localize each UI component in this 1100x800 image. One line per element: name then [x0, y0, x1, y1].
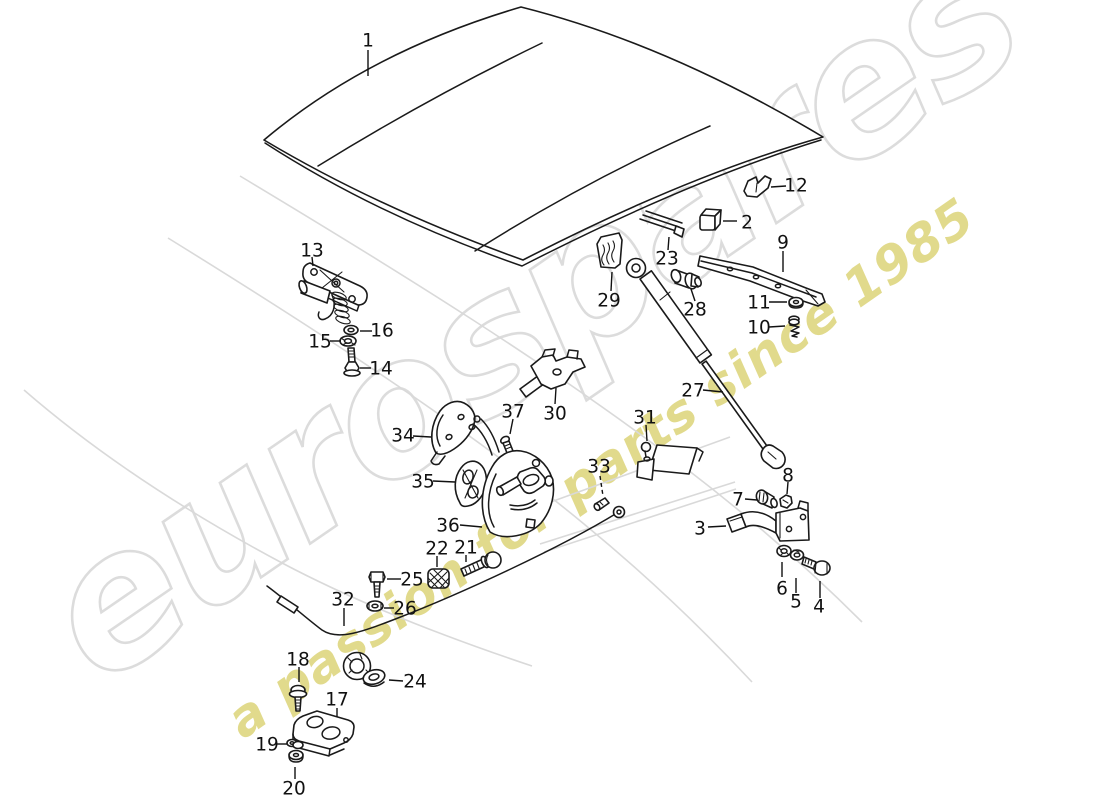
leader-line-31 [645, 424, 648, 442]
part-1-hood [263, 6, 824, 267]
part-31-ball-pin [636, 441, 704, 481]
part-label-12: 12 [784, 176, 808, 197]
part-label-4: 4 [813, 597, 825, 618]
part-label-16: 16 [370, 321, 394, 342]
leader-line-23 [667, 236, 670, 251]
part-label-23: 23 [655, 249, 679, 270]
part-13-hood-hinge [298, 262, 368, 325]
part-label-33: 33 [587, 457, 611, 478]
part-label-11: 11 [747, 293, 771, 314]
leader-line-10 [768, 325, 786, 328]
part-label-18: 18 [286, 650, 310, 671]
part-5-lock-washer [789, 549, 805, 561]
leader-line-3 [707, 525, 727, 528]
part-23-seal-strip [639, 210, 685, 238]
part-label-7: 7 [732, 490, 744, 511]
part-6-washer [776, 544, 792, 558]
part-3-hinge-bracket [726, 500, 810, 542]
part-label-32: 32 [331, 590, 355, 611]
part-label-6: 6 [776, 579, 788, 600]
part-label-17: 17 [325, 690, 349, 711]
part-label-13: 13 [300, 241, 324, 262]
part-15-washer [339, 335, 357, 347]
part-20-nut [288, 749, 304, 763]
leader-line-37 [509, 418, 514, 435]
part-35-hinge-plate [454, 415, 500, 508]
leader-line-28 [690, 288, 696, 302]
leader-line-27 [702, 389, 724, 393]
part-17-latch-plate [292, 710, 355, 757]
part-label-37: 37 [501, 402, 525, 423]
part-label-1: 1 [362, 31, 374, 52]
leader-line-24 [388, 679, 404, 682]
part-19-clip-nut [286, 738, 304, 750]
part-label-3: 3 [694, 519, 706, 540]
part-label-5: 5 [790, 592, 802, 613]
part-label-22: 22 [425, 539, 449, 560]
leader-line-29 [610, 271, 613, 292]
part-26-nut [366, 600, 384, 612]
part-33-pin [593, 497, 610, 512]
part-28-pivot-pin [670, 268, 702, 290]
leader-line-35 [432, 480, 456, 483]
part-25-bolt [368, 571, 386, 598]
part-12-clip [743, 175, 772, 198]
part-27-gas-strut [625, 257, 786, 470]
leader-line-7 [744, 498, 758, 501]
leader-line-13 [311, 256, 314, 267]
leader-line-8 [786, 481, 789, 495]
leader-line-30 [554, 387, 557, 405]
leader-line-34 [412, 435, 432, 438]
part-8-clip-nut [779, 494, 793, 509]
part-label-19: 19 [255, 735, 279, 756]
part-labels: 1234567891011121314151617181920212223242… [255, 31, 825, 800]
part-label-14: 14 [369, 359, 393, 380]
part-label-26: 26 [393, 599, 417, 620]
part-label-10: 10 [747, 318, 771, 339]
leader-line-36 [459, 524, 483, 528]
part-label-21: 21 [454, 538, 478, 559]
part-2-rubber-buffer [699, 208, 722, 231]
part-9-support-rail [697, 255, 826, 307]
part-14-screw [343, 347, 361, 377]
part-11-nut [788, 296, 804, 309]
part-label-25: 25 [400, 570, 424, 591]
leader-line-12 [770, 185, 787, 188]
part-label-28: 28 [683, 300, 707, 321]
part-label-9: 9 [777, 233, 789, 254]
leader-line-33 [599, 475, 604, 497]
part-label-15: 15 [308, 332, 332, 353]
part-36-lock-panel [481, 449, 555, 538]
part-label-24: 24 [403, 672, 427, 693]
part-label-34: 34 [391, 426, 415, 447]
part-22-knurled-nut [427, 568, 450, 589]
part-16-lock-washer [343, 324, 359, 336]
part-label-36: 36 [436, 516, 460, 537]
part-4-bolt [801, 556, 831, 576]
part-7-ball-pin [755, 489, 778, 509]
part-18-screw [288, 684, 308, 712]
part-24-cable-grommet [342, 651, 386, 687]
part-label-35: 35 [411, 472, 435, 493]
part-29-spring-clip [596, 232, 623, 269]
part-32-release-cable [266, 505, 626, 636]
part-label-27: 27 [681, 381, 705, 402]
part-label-8: 8 [782, 466, 794, 487]
part-label-30: 30 [543, 404, 567, 425]
part-30-bracket [530, 348, 586, 390]
part-label-2: 2 [741, 213, 753, 234]
part-21-shoulder-bolt [460, 551, 502, 577]
part-label-20: 20 [282, 779, 306, 800]
part-label-31: 31 [633, 408, 657, 429]
part-10-screw [788, 315, 800, 338]
part-label-29: 29 [597, 291, 621, 312]
